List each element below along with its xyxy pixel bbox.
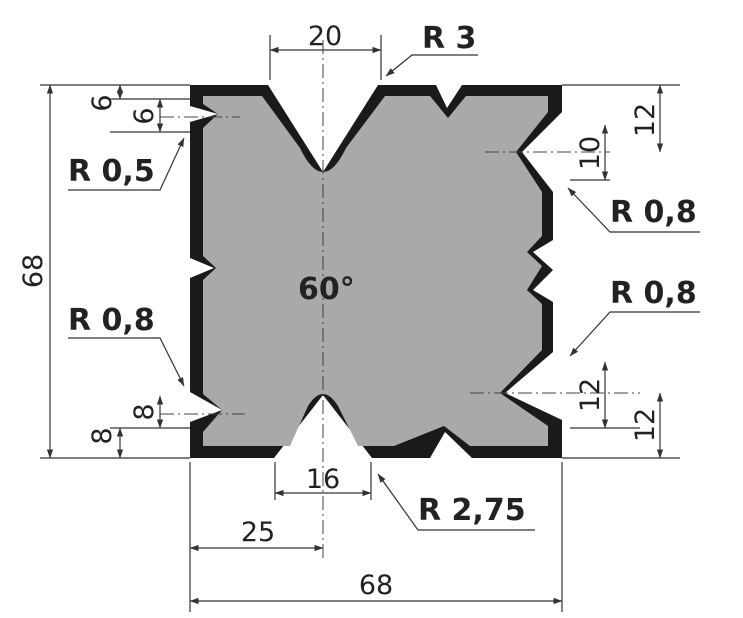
dim-half-width: 25 [241,517,275,548]
dimension-lines [46,46,664,605]
angle-label: 60° [298,272,355,307]
dim-right-top-offset: 12 [630,103,661,137]
dim-bottom-opening: 16 [306,464,340,495]
dim-right-bottom-offset: 12 [630,408,661,442]
dim-right-bottom-groove: 12 [575,378,606,412]
dim-left-top-offset: 6 [87,94,118,111]
die-core [203,96,548,446]
dim-right-top-groove: 10 [575,136,606,170]
dim-top-opening: 20 [308,21,342,52]
radius-left-small-groove: R 0,5 [68,154,155,189]
radius-left-lower-groove: R 0,8 [68,303,155,338]
radius-right-lower-groove: R 0,8 [610,276,697,311]
dim-left-bottom-groove: 8 [129,403,160,420]
dim-left-bottom-offset: 8 [87,427,118,444]
dim-overall-height: 68 [18,254,49,288]
dim-left-top-groove: 6 [129,107,160,124]
radius-top-v: R 3 [422,21,476,56]
dim-overall-width: 68 [359,570,393,601]
leader-lines [68,54,700,531]
radius-bottom-v: R 2,75 [418,493,526,528]
radius-right-top-groove: R 0,8 [610,195,697,230]
